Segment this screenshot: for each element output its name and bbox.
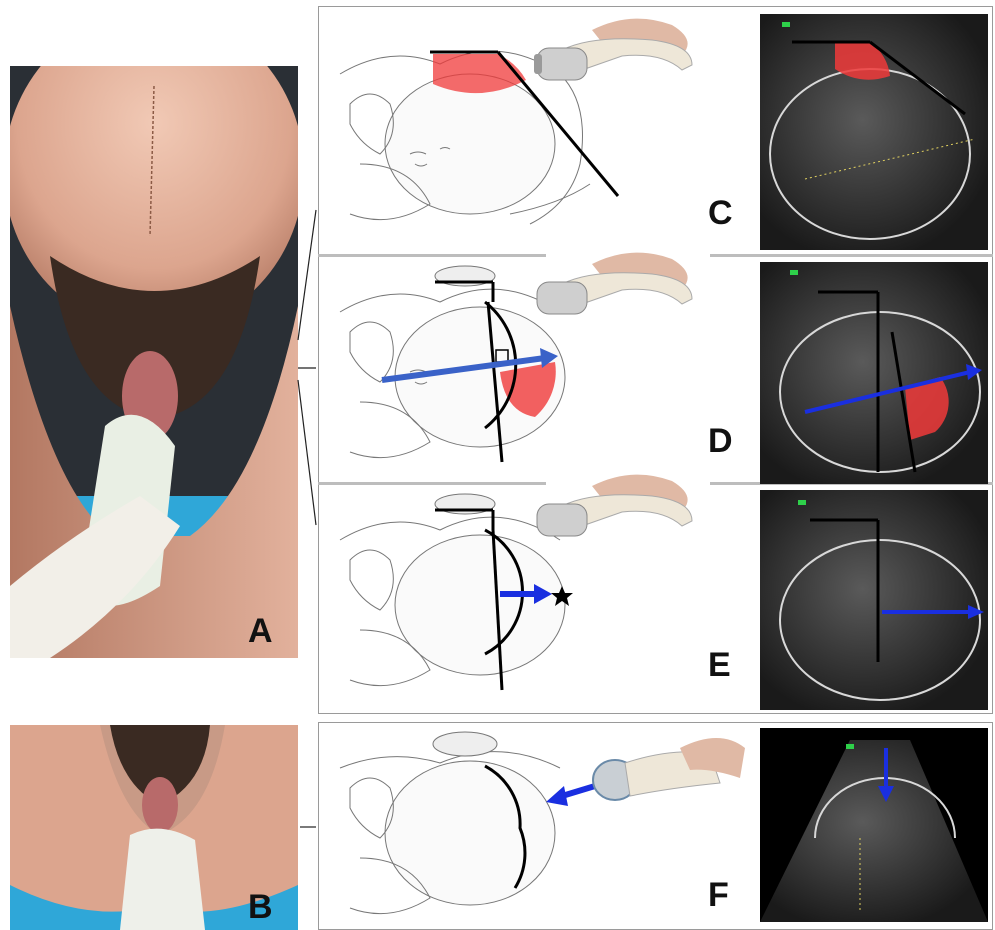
separator-d-e bbox=[318, 482, 546, 485]
ultrasound-f bbox=[760, 728, 988, 922]
panel-label-a: A bbox=[248, 614, 273, 648]
ultrasound-c bbox=[760, 14, 988, 250]
panel-label-c: C bbox=[708, 196, 733, 230]
photo-a-illustration bbox=[10, 66, 298, 658]
connector-lines bbox=[296, 200, 320, 840]
ultrasound-probe-icon bbox=[532, 244, 702, 324]
panel-label-d: D bbox=[708, 424, 733, 458]
ultrasound-probe-icon bbox=[593, 738, 745, 800]
ultrasound-d bbox=[760, 262, 988, 484]
panel-label-f: F bbox=[708, 878, 729, 912]
panel-label-b: B bbox=[248, 890, 273, 924]
ultrasound-e bbox=[760, 490, 988, 710]
panel-f-sketch bbox=[330, 728, 750, 924]
panel-label-e: E bbox=[708, 648, 731, 682]
ultrasound-probe-icon bbox=[532, 10, 702, 90]
separator-c-d-right bbox=[710, 254, 993, 257]
photo-a: A bbox=[10, 66, 298, 658]
panel-f-arrowhead bbox=[546, 786, 568, 806]
photo-b: B bbox=[10, 725, 298, 930]
ultrasound-probe-icon bbox=[532, 466, 702, 546]
separator-c-d bbox=[318, 254, 546, 257]
